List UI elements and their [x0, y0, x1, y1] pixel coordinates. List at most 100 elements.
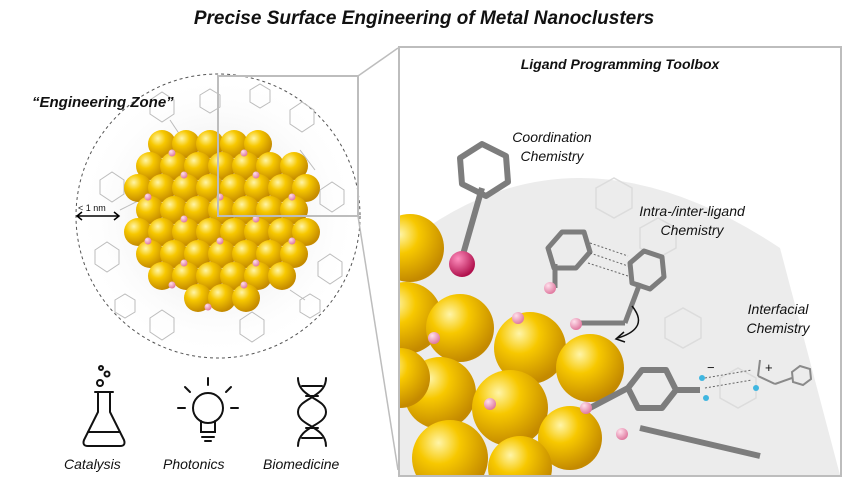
sulfur-atom — [252, 259, 260, 267]
sulfur-atoms — [428, 282, 628, 440]
gold-atom — [208, 284, 236, 312]
dna-icon — [296, 377, 328, 447]
gold-atom — [220, 218, 248, 246]
gold-atom — [220, 130, 248, 158]
sulfur-atom — [252, 171, 260, 179]
gold-atom-large — [400, 214, 444, 282]
background-ligands — [595, 177, 757, 409]
intra-ligand — [545, 229, 667, 326]
gold-atom — [232, 152, 260, 180]
gold-atom — [268, 218, 296, 246]
gold-atom — [148, 130, 176, 158]
sulfur-atom — [168, 281, 176, 289]
distance-label: < 1 nm — [78, 203, 106, 213]
gold-atom-large — [538, 406, 602, 470]
gold-atom-large — [472, 370, 548, 446]
zoom-line-top — [357, 47, 399, 77]
cation-ligand — [757, 359, 813, 387]
sulfur-atom — [252, 215, 260, 223]
gold-atom — [268, 174, 296, 202]
gold-atom-large — [426, 294, 494, 362]
gold-atom — [148, 218, 176, 246]
zoomed-surface — [400, 141, 840, 475]
gold-atom — [196, 262, 224, 290]
gold-atom — [172, 174, 200, 202]
gold-atom — [148, 262, 176, 290]
gold-atom — [292, 174, 320, 202]
gold-atom — [244, 130, 272, 158]
gold-atom — [196, 218, 224, 246]
sulfur-atom — [240, 281, 248, 289]
sulfur-atom — [168, 149, 176, 157]
gold-atom — [280, 240, 308, 268]
gold-atom — [160, 152, 188, 180]
gold-atom-large — [400, 348, 430, 408]
gold-atom — [136, 240, 164, 268]
interfacial-ligand — [588, 367, 761, 459]
gold-atom-large — [412, 420, 488, 475]
engineering-zone-label: “Engineering Zone” — [32, 94, 174, 111]
sulfur-atom — [204, 303, 212, 311]
gold-atom — [280, 152, 308, 180]
coordination-ligand — [457, 141, 511, 259]
gold-atom — [232, 284, 260, 312]
sulfur-atom — [288, 237, 296, 245]
catalysis-label: Catalysis — [64, 456, 121, 472]
sulfur-atom — [180, 259, 188, 267]
interaction-arrow — [617, 305, 640, 339]
gold-atom — [256, 152, 284, 180]
gold-atom — [208, 240, 236, 268]
sulfur-atom — [288, 193, 296, 201]
lightbulb-icon — [177, 377, 239, 442]
gold-atom — [244, 218, 272, 246]
gold-atom — [172, 262, 200, 290]
gold-atom — [208, 152, 236, 180]
gold-atom — [268, 262, 296, 290]
gold-atom-large — [494, 312, 566, 384]
gold-atom — [160, 240, 188, 268]
gold-atom — [256, 240, 284, 268]
gold-atom — [136, 196, 164, 224]
gold-atom — [148, 174, 176, 202]
stacking-dashes — [587, 242, 629, 277]
zoom-line-bottom — [357, 215, 399, 471]
gold-atom — [292, 218, 320, 246]
gold-atom — [184, 284, 212, 312]
gold-atom — [184, 240, 212, 268]
gold-atom — [220, 174, 248, 202]
plus-charge: + — [765, 360, 773, 375]
gold-atom — [244, 262, 272, 290]
gold-atom — [136, 152, 164, 180]
sulfur-atom — [144, 193, 152, 201]
panel-title: Ligand Programming Toolbox — [520, 56, 720, 72]
gold-atom — [172, 130, 200, 158]
metal-heteroatom — [449, 251, 475, 277]
gold-atom-large — [488, 436, 552, 475]
distance-arrow — [75, 211, 121, 221]
minus-charge: − — [707, 360, 715, 375]
gold-atom — [124, 174, 152, 202]
photonics-label: Photonics — [163, 456, 225, 472]
zoom-box — [217, 75, 359, 217]
gold-surface-atoms — [400, 214, 624, 475]
sulfur-atom — [180, 215, 188, 223]
sulfur-atom — [216, 237, 224, 245]
sulfur-atom — [240, 149, 248, 157]
gold-atom — [184, 196, 212, 224]
gold-atom — [124, 218, 152, 246]
sulfur-atom — [144, 237, 152, 245]
biomedicine-label: Biomedicine — [263, 456, 340, 472]
anion-atoms — [699, 375, 759, 401]
gold-atom — [220, 262, 248, 290]
gold-core — [124, 130, 320, 312]
gold-atom — [172, 218, 200, 246]
gold-atom — [160, 196, 188, 224]
gold-atom — [244, 174, 272, 202]
sulfur-atom — [180, 171, 188, 179]
gold-atom — [184, 152, 212, 180]
